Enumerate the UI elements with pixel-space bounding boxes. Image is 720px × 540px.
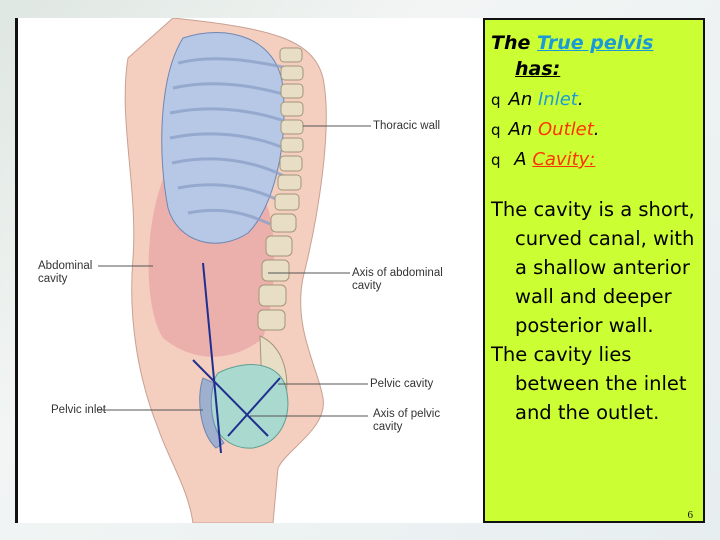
bullet-term-outlet: Outlet [538, 119, 594, 140]
intro-true-pelvis: True pelvis [537, 32, 653, 54]
bullet-term-inlet: Inlet [538, 89, 578, 110]
bullet-outlet: q An Outlet. [491, 115, 697, 145]
bullet-checkbox-icon: q [491, 91, 501, 109]
bullet-suffix: . [578, 89, 584, 110]
paragraph-cavity-location: The cavity lies between the inlet and th… [491, 340, 697, 427]
bullet-checkbox-icon: q [491, 121, 501, 139]
bullet-prefix: A [514, 149, 526, 170]
bullet-cavity: q A Cavity: [491, 145, 697, 175]
bullet-prefix: An [509, 89, 533, 110]
bullet-term-cavity: Cavity: [532, 149, 595, 170]
page-number: 6 [688, 509, 694, 521]
label-pelvic-inlet: Pelvic inlet [51, 404, 106, 417]
label-axis-abdominal-cavity: Axis of abdominal cavity [352, 267, 443, 293]
bullet-inlet: q An Inlet. [491, 85, 697, 115]
label-abdominal-cavity: Abdominal cavity [38, 260, 92, 286]
label-axis-pelvic-cavity: Axis of pelvic cavity [373, 408, 440, 434]
anatomy-figure: Thoracic wall Abdominal cavity Axis of a… [15, 18, 486, 523]
cavity-description: The cavity is a short, curved canal, wit… [491, 195, 697, 427]
bullet-prefix: An [509, 119, 533, 140]
paragraph-cavity-shape: The cavity is a short, curved canal, wit… [491, 195, 697, 340]
label-thoracic-wall: Thoracic wall [373, 120, 440, 133]
pelvic-cavity-shape [210, 365, 288, 449]
intro-the: The [491, 32, 530, 54]
intro-heading: The True pelvis [491, 30, 697, 56]
bullet-suffix: . [594, 119, 600, 140]
label-pelvic-cavity: Pelvic cavity [370, 378, 433, 391]
intro-has: has: [515, 58, 560, 80]
intro-has-line: has: [491, 56, 697, 82]
bullet-checkbox-icon: q [491, 151, 501, 169]
